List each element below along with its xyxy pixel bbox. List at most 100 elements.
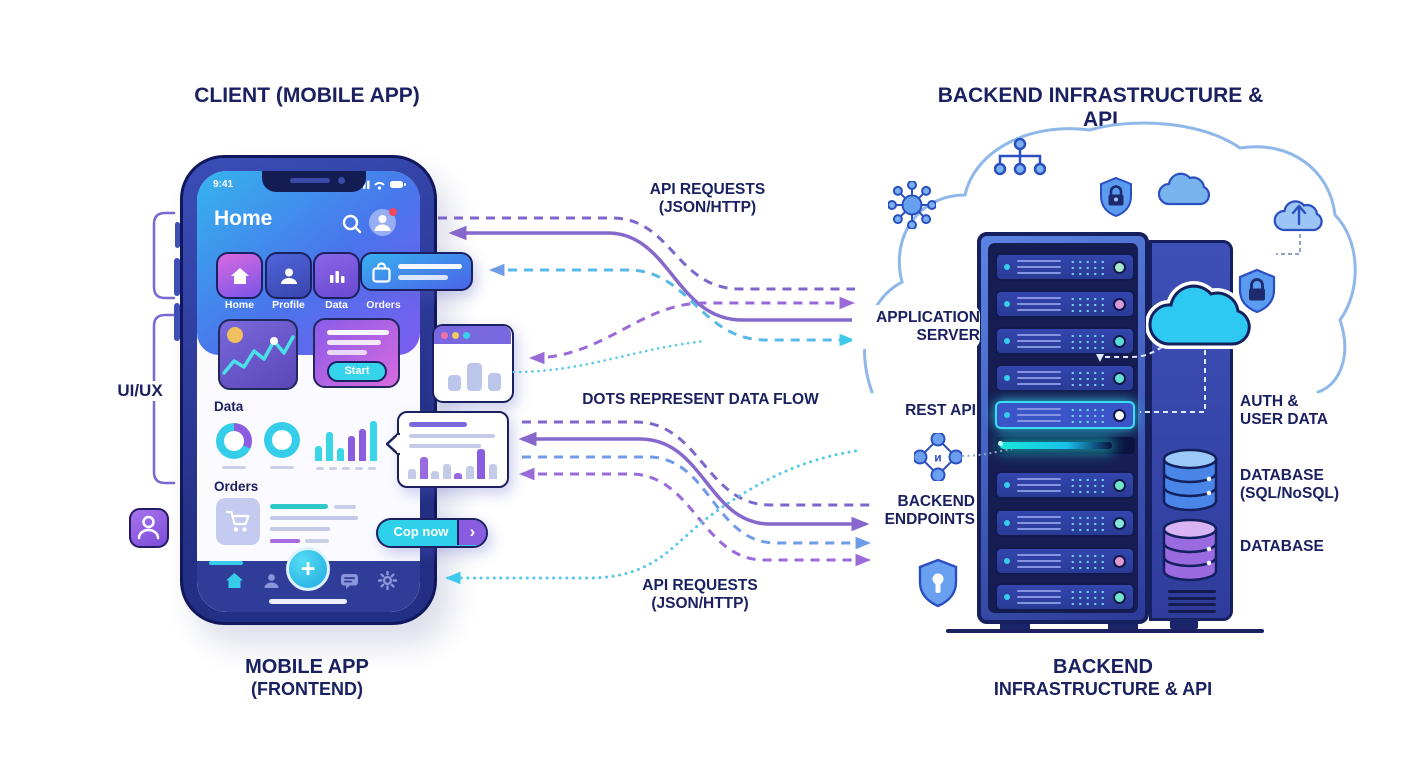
server-unit [995,253,1135,281]
orders-section-heading: Orders [214,479,259,494]
cyan-cloud-icon [1146,281,1255,350]
cloud-icon [1157,172,1211,206]
person-icon [137,515,160,540]
browser-title-bar [434,326,511,344]
bar [315,446,322,461]
dots-note-label: DOTS REPRESENT DATA FLOW [558,391,843,409]
server-led [1113,260,1126,274]
rack-inner-panel [988,243,1138,613]
chart-card [218,319,298,390]
phone-screen: 9:41 Home H [197,171,420,612]
nav-home-icon[interactable] [225,572,244,589]
window-dot-maximize[interactable] [463,331,470,339]
avatar-person-icon [374,215,391,231]
bubble-line [409,422,467,427]
bar [488,373,501,391]
api-requests-top-line1: API REQUESTS [649,181,766,198]
avatar[interactable] [369,208,397,236]
app-header-title: Home [214,207,273,230]
server-unit [995,509,1135,537]
network-hub-icon [888,181,936,229]
add-fab-button[interactable]: + [286,547,330,591]
bar [326,432,333,461]
server-led [1113,371,1126,385]
auth-user-data-label: AUTH & USER DATA [1240,393,1360,429]
order-line [270,539,300,543]
orders-tile-line [398,264,462,269]
auth-line1: AUTH & [1240,393,1299,410]
speech-bubble-popout [386,411,509,488]
notification-dot [389,208,397,216]
bubble-tail [386,433,400,455]
tile-profile[interactable] [265,252,312,299]
server-led [1113,516,1126,530]
order-line [270,504,328,509]
cloud-upload-icon [1273,200,1323,232]
api-requests-bottom-label: API REQUESTS (JSON/HTTP) [595,577,805,613]
server-rack [977,232,1149,624]
rest-api-label: REST API [876,402,976,420]
search-icon[interactable] [341,213,363,235]
window-dot-close[interactable] [441,331,448,339]
bar [370,421,377,461]
server-led [1113,334,1126,348]
api-requests-bottom-line1: API REQUESTS [642,577,758,594]
rack-vent [1168,590,1216,593]
bar [442,464,451,479]
server-unit [995,583,1135,611]
backend-endpoints-line1: BACKEND [897,493,976,510]
bar [359,429,366,461]
start-button[interactable]: Start [327,361,387,382]
mini-bar-chart [315,419,377,461]
backend-endpoints-label: BACKEND ENDPOINTS [855,493,975,529]
browser-bars [448,363,501,391]
profile-icon [280,268,297,284]
bar [408,469,416,479]
bar [488,464,497,479]
bar [454,473,462,479]
application-server-line2: SERVER [916,326,980,344]
tile-profile-label: Profile [272,299,305,311]
api-requests-top-label: API REQUESTS (JSON/HTTP) [600,181,815,217]
application-server-label: APPLICATION SERVER [852,305,980,349]
phone-volume-up-button [174,258,180,296]
rack-foot [1108,622,1138,632]
home-indicator[interactable] [269,599,347,604]
status-time: 9:41 [213,179,234,190]
window-dot-minimize[interactable] [452,331,459,339]
nav-chat-icon[interactable] [340,573,359,590]
backend-caption-line1: BACKEND [1053,656,1153,678]
tile-home[interactable] [216,252,263,299]
api-node-icon: и [914,433,962,481]
card-text-line [327,350,367,355]
cop-now-button[interactable]: Cop now › [376,518,488,548]
orders-bag-icon [372,262,391,283]
api-requests-top-line2: (JSON/HTTP) [658,198,757,216]
nav-profile-icon[interactable] [263,573,280,589]
backend-caption: BACKEND INFRASTRUCTURE & API [953,656,1253,700]
data-flow-glow-bar [995,437,1135,454]
cop-now-chevron: › [457,520,486,545]
api-requests-bottom-line2: (JSON/HTTP) [651,594,749,612]
cart-tile [216,498,260,545]
donut-chart-1 [216,423,252,459]
bar [348,436,355,461]
rack-foot [1000,622,1030,632]
cop-now-label: Cop now [393,524,449,539]
bar [337,448,344,461]
front-camera [338,177,345,184]
server-led [1113,554,1126,568]
tile-home-label: Home [224,299,255,311]
server-led [1113,408,1126,422]
orders-tile-popout[interactable] [360,252,473,291]
bar [419,457,428,479]
bar [448,375,461,391]
nav-settings-icon[interactable] [378,571,397,590]
server-unit [995,364,1135,392]
tile-data[interactable] [313,252,360,299]
server-led [1113,590,1126,604]
shield-lock-icon [1100,176,1132,218]
browser-window-popout [432,324,514,403]
